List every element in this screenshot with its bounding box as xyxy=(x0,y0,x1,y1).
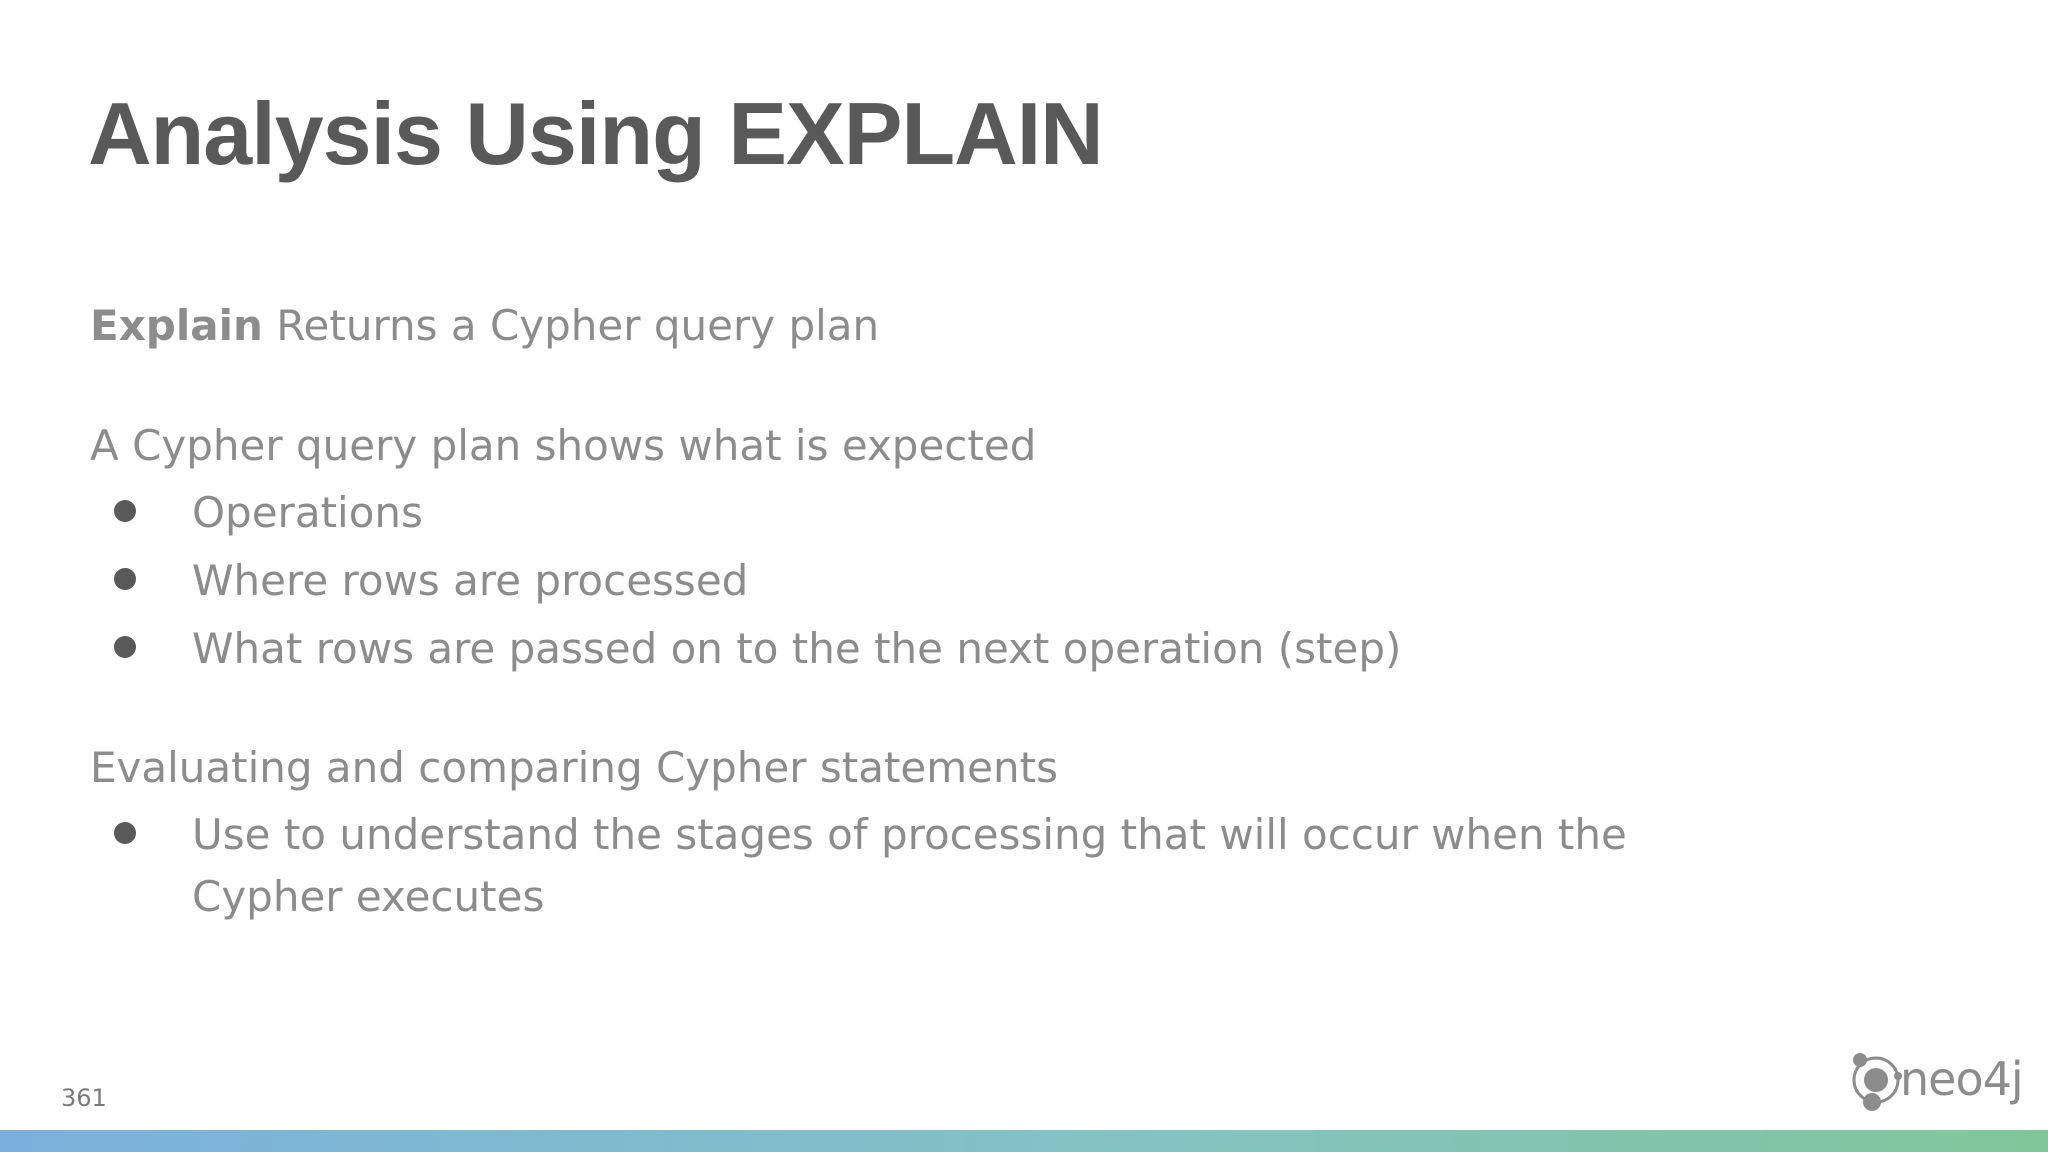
slide-title: Analysis Using EXPLAIN xyxy=(88,84,1104,183)
bullet-icon xyxy=(114,568,136,590)
explain-line: Explain Returns a Cypher query plan xyxy=(90,298,879,354)
section-heading-query-plan: A Cypher query plan shows what is expect… xyxy=(90,421,1037,470)
list-item-text: Use to understand the stages of processi… xyxy=(192,810,1627,859)
list-item-text: What rows are passed on to the the next … xyxy=(192,624,1402,673)
page-number: 361 xyxy=(61,1084,107,1112)
explain-term: Explain xyxy=(90,301,263,350)
bullet-icon xyxy=(114,822,136,844)
bottom-gradient-bar xyxy=(0,1130,2048,1152)
list-item: Where rows are processed xyxy=(90,550,1790,606)
list-item: Use to understand the stages of processi… xyxy=(90,804,1790,860)
list-item: Operations xyxy=(90,482,1790,538)
explain-description: Returns a Cypher query plan xyxy=(276,301,880,350)
list-item-text: Operations xyxy=(192,488,423,537)
list-item: What rows are passed on to the the next … xyxy=(90,618,1790,674)
neo4j-graph-icon xyxy=(1852,1053,1902,1111)
logo-wordmark: neo4j xyxy=(1900,1052,2024,1106)
list-item-continuation: Cypher executes xyxy=(90,866,1790,922)
bullet-icon xyxy=(114,636,136,658)
list-item-text: Where rows are processed xyxy=(192,556,749,605)
section-heading-evaluating: Evaluating and comparing Cypher statemen… xyxy=(90,743,1058,792)
bullet-icon xyxy=(114,500,136,522)
list-item-text: Cypher executes xyxy=(192,872,545,921)
neo4j-logo: neo4j xyxy=(1848,1050,2024,1114)
